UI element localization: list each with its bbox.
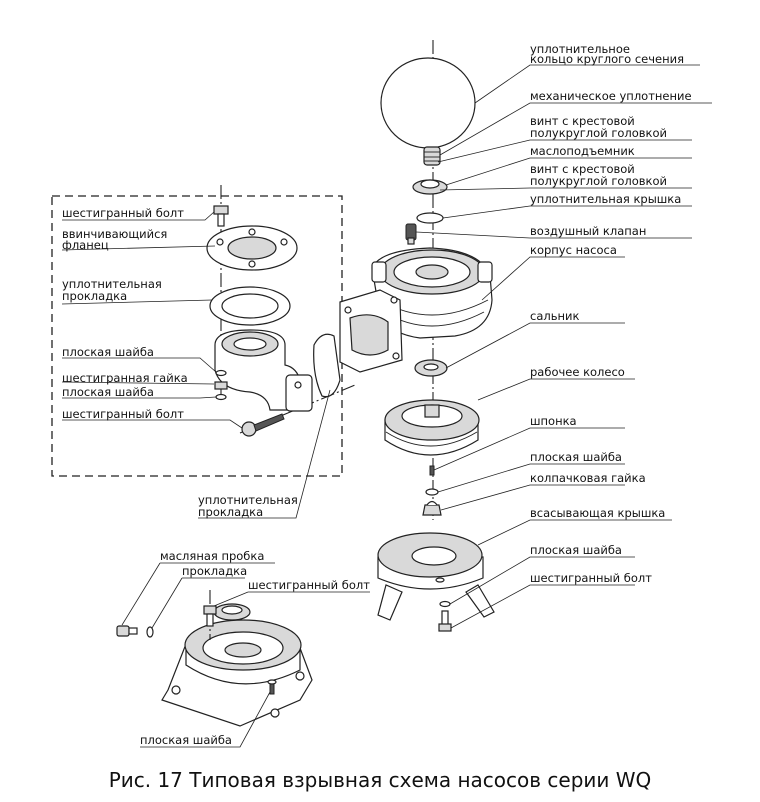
hex-nut-part	[214, 381, 228, 390]
label-flat-washer-l1: плоская шайба	[62, 345, 154, 359]
flat-washer-left-2-part	[215, 393, 227, 401]
screw-in-flange-part	[206, 225, 298, 271]
seal-cover-part	[416, 212, 444, 224]
label-gasket-bottom-2: прокладка	[198, 505, 263, 519]
label-screw2-2: полукруглой головкой	[530, 174, 667, 188]
label-oil-plug: масляная пробка	[160, 549, 264, 563]
oil-plug-part	[116, 625, 138, 637]
o-ring-part	[380, 57, 476, 149]
label-flat-washer-r1: плоская шайба	[530, 450, 622, 464]
label-mechanical-seal: механическое уплотнение	[530, 89, 692, 103]
label-o-ring-1: уплотнительное	[530, 42, 630, 56]
label-screw-flange-1: ввинчивающийся	[62, 227, 167, 241]
pump-body-part	[371, 247, 493, 339]
label-impeller: рабочее колесо	[530, 365, 625, 379]
label-gasket-left-2: прокладка	[62, 289, 127, 303]
label-gasket-bottom-1: уплотнительная	[198, 493, 298, 507]
flat-washer-right-1-part	[425, 488, 439, 496]
label-hex-bolt-l: шестигранный болт	[62, 407, 184, 421]
bottom-motor-cover-part	[161, 603, 313, 727]
label-oil-lifter: маслоподъемник	[530, 144, 635, 158]
cap-nut-part	[422, 500, 442, 516]
air-valve-part	[405, 223, 417, 245]
flat-washer-left-1-part	[215, 369, 227, 377]
hex-bolt-right-part	[438, 610, 452, 632]
label-hex-bolt-top: шестигранный болт	[62, 206, 184, 220]
label-key: шпонка	[530, 414, 577, 428]
figure-caption: Рис. 17 Типовая взрывная схема насосов с…	[109, 768, 652, 792]
leader-lines	[61, 64, 712, 748]
label-seal-cover: уплотнительная крышка	[530, 192, 681, 206]
gasket-small-part	[146, 626, 154, 638]
label-suction-cover: всасывающая крышка	[530, 506, 665, 520]
label-air-valve: воздушный клапан	[530, 224, 646, 238]
label-hex-bolt-b: шестигранный болт	[248, 578, 370, 592]
oil-lifter-part	[412, 179, 448, 195]
label-pump-body: корпус насоса	[530, 243, 617, 257]
gland-part	[414, 359, 448, 377]
hex-bolt-bottom-part	[203, 605, 217, 627]
elbow-pipe-part	[214, 329, 313, 412]
label-gasket-left-1: уплотнительная	[62, 277, 162, 291]
outlet-gasket-part	[313, 333, 341, 398]
impeller-part	[384, 399, 480, 456]
hex-bolt-top-part	[213, 205, 229, 227]
label-gasket-small: прокладка	[182, 564, 247, 578]
key-part	[429, 465, 435, 476]
label-cap-nut: колпачковая гайка	[530, 471, 646, 485]
flat-washer-right-2-part	[439, 600, 451, 608]
hex-bolt-left-part	[241, 413, 285, 437]
label-screw1-2: полукруглой головкой	[530, 126, 667, 140]
mechanical-seal-part	[423, 146, 441, 166]
label-flat-washer-b: плоская шайба	[140, 733, 232, 747]
pump-outlet-flange-part	[339, 289, 403, 373]
label-flat-washer-l2: плоская шайба	[62, 385, 154, 399]
suction-cover-part	[377, 532, 495, 621]
label-hex-nut: шестигранная гайка	[62, 371, 188, 385]
label-screw-flange-2: фланец	[62, 238, 109, 252]
label-screw1-1: винт с крестовой	[530, 114, 635, 128]
label-screw2-1: винт с крестовой	[530, 162, 635, 176]
flat-washer-bottom-part	[267, 679, 277, 695]
label-hex-bolt-r: шестигранный болт	[530, 571, 652, 585]
label-gland: сальник	[530, 309, 579, 323]
label-o-ring-2: кольцо круглого сечения	[530, 52, 684, 66]
label-flat-washer-r2: плоская шайба	[530, 543, 622, 557]
gasket-left-part	[209, 286, 291, 326]
